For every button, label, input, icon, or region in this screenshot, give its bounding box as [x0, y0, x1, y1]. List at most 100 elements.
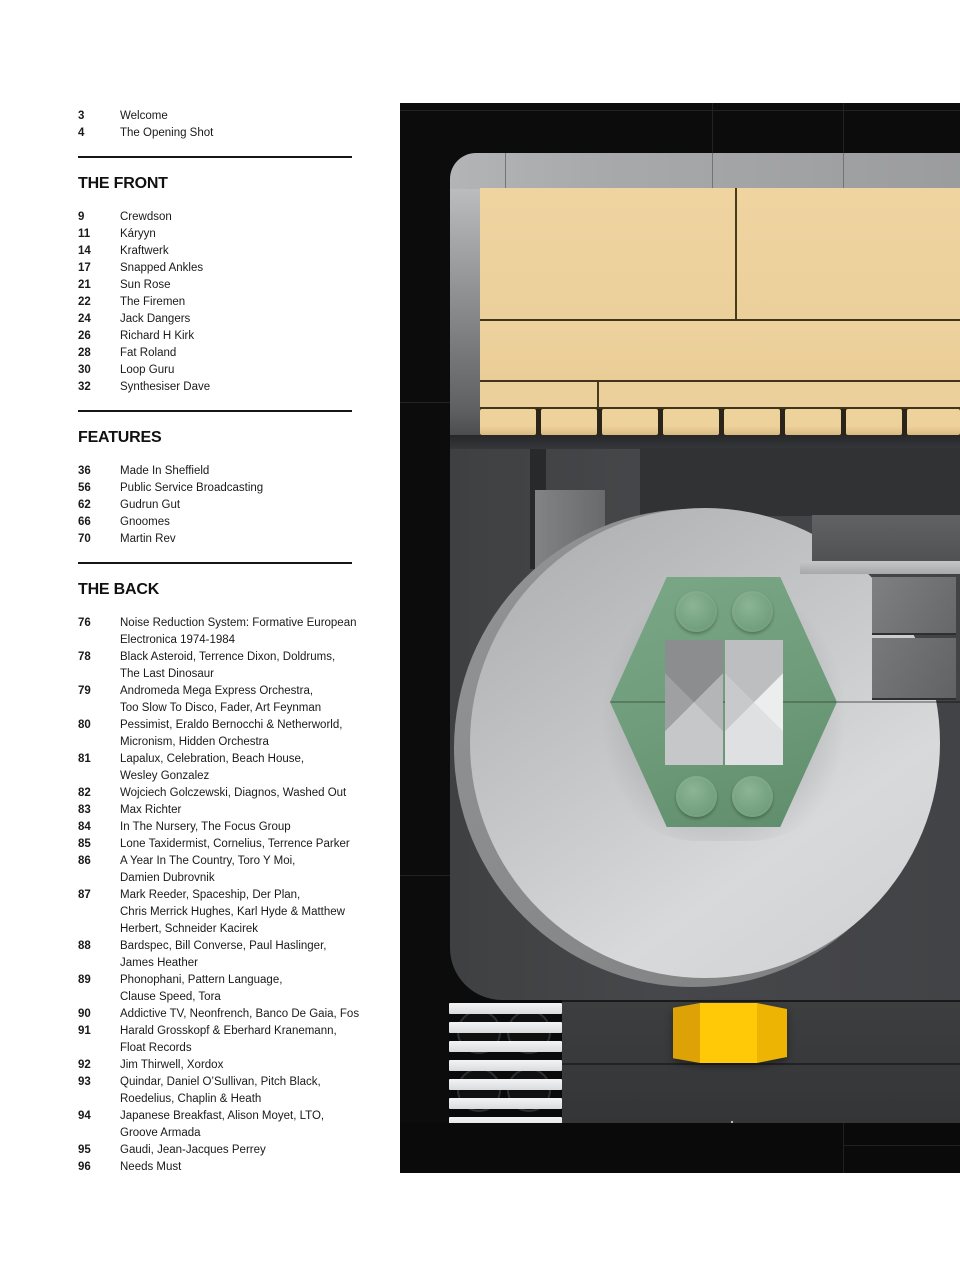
toc-page-number: 89 [78, 974, 91, 986]
brick-seam [735, 188, 737, 319]
toc-page-number: 95 [78, 1144, 91, 1156]
lego-tile [724, 409, 780, 435]
pyramid-tiles [665, 640, 783, 765]
lid-plate-row [480, 382, 960, 407]
toc-page-number: 66 [78, 516, 91, 528]
toc-entry[interactable]: 90 Addictive TV, Neonfrench, Banco De Gai… [78, 1006, 359, 1023]
toc-page-number: 62 [78, 499, 91, 511]
toc-entry-title: Martin Rev [120, 533, 176, 545]
toc-page-number: 84 [78, 821, 91, 833]
toc-entry-title: Gnoomes [120, 516, 170, 528]
toc-page-number: 21 [78, 279, 91, 291]
toc-entry[interactable]: 66 Gnoomes [78, 514, 354, 531]
toc-entry-title: Mark Reeder, Spaceship, Der Plan,Chris M… [120, 889, 345, 935]
toc-page-number: 9 [78, 211, 85, 223]
toc-entry-title: The Opening Shot [120, 127, 214, 139]
toc-page-number: 22 [78, 296, 91, 308]
toc-page-number: 11 [78, 228, 91, 240]
pyramid-tile [725, 640, 783, 765]
toc-entry-title: Addictive TV, Neonfrench, Banco De Gaia,… [120, 1008, 360, 1020]
toc-entry[interactable]: 86 A Year In The Country, Toro Y Moi,Dami… [78, 853, 354, 887]
brick-seam [843, 1123, 844, 1173]
toc-entry-title: Richard H Kirk [120, 330, 195, 342]
toc-page-number: 92 [78, 1059, 91, 1071]
toc-page-number: 86 [78, 855, 91, 867]
lego-stud [676, 776, 717, 817]
toc-page-number: 56 [78, 482, 91, 494]
toc-entry-title: Black Asteroid, Terrence Dixon, Doldrums… [120, 651, 336, 680]
toc-entry-title: Andromeda Mega Express Orchestra,Too Slo… [120, 685, 322, 714]
toc-entry[interactable]: 56 Public Service Broadcasting [78, 480, 354, 497]
toc-entry-title: Loop Guru [120, 364, 175, 376]
toc-page-number: 90 [78, 1008, 91, 1020]
toc-entry[interactable]: 94 Japanese Breakfast, Alison Moyet, LTO,… [78, 1108, 354, 1142]
brick-seam [712, 153, 713, 189]
toc-page-number: 80 [78, 719, 91, 731]
toc-entry-title: Max Richter [120, 804, 182, 816]
toc-page-number: 4 [78, 127, 85, 139]
toc-page-number: 96 [78, 1161, 91, 1173]
section-items: 76 Noise Reduction System: Formative Euro… [78, 615, 359, 1176]
toc-entry-title: Pessimist, Eraldo Bernocchi & Netherworl… [120, 719, 343, 748]
toc-entry-title: Public Service Broadcasting [120, 482, 264, 494]
toc-entry-title: Bardspec, Bill Converse, Paul Haslinger,… [120, 940, 327, 969]
tonearm-shelf [800, 561, 960, 574]
toc-entry-title: Japanese Breakfast, Alison Moyet, LTO,Gr… [120, 1110, 325, 1139]
toc-entry[interactable]: 88 Bardspec, Bill Converse, Paul Haslinge… [78, 938, 354, 972]
fader-slope [757, 1003, 787, 1063]
toc-entry[interactable]: 21 Sun Rose [78, 277, 354, 294]
toc-page-number: 36 [78, 465, 91, 477]
toc-page-number: 88 [78, 940, 91, 952]
lego-stud [732, 591, 773, 632]
toc-page-number: 32 [78, 381, 91, 393]
grille-bar [449, 1060, 562, 1071]
dust-cover-lid [480, 188, 960, 435]
toc-page-number: 94 [78, 1110, 91, 1122]
toc-page-number: 85 [78, 838, 91, 850]
toc-entry-title: Sun Rose [120, 279, 171, 291]
toc-entry-title: Noise Reduction System: Formative Europe… [120, 617, 357, 646]
toc-page-number: 28 [78, 347, 91, 359]
toc-entry-title: Needs Must [120, 1161, 182, 1173]
lego-tile [785, 409, 841, 435]
toc-entry[interactable]: 80 Pessimist, Eraldo Bernocchi & Netherwo… [78, 717, 354, 751]
brick-seam [843, 153, 844, 189]
toc-page-number: 76 [78, 617, 91, 629]
brick-seam [400, 875, 450, 876]
toc-entry-title: Kraftwerk [120, 245, 169, 257]
toc-entry[interactable]: 4 The Opening Shot [78, 125, 354, 142]
toc-entry[interactable]: 96 Needs Must [78, 1159, 354, 1176]
toc-entry-title: A Year In The Country, Toro Y Moi,Damien… [120, 855, 296, 884]
toc-entry[interactable]: 76 Noise Reduction System: Formative Euro… [78, 615, 357, 649]
pyramid-tile [665, 640, 723, 765]
brick-seam [712, 103, 713, 153]
